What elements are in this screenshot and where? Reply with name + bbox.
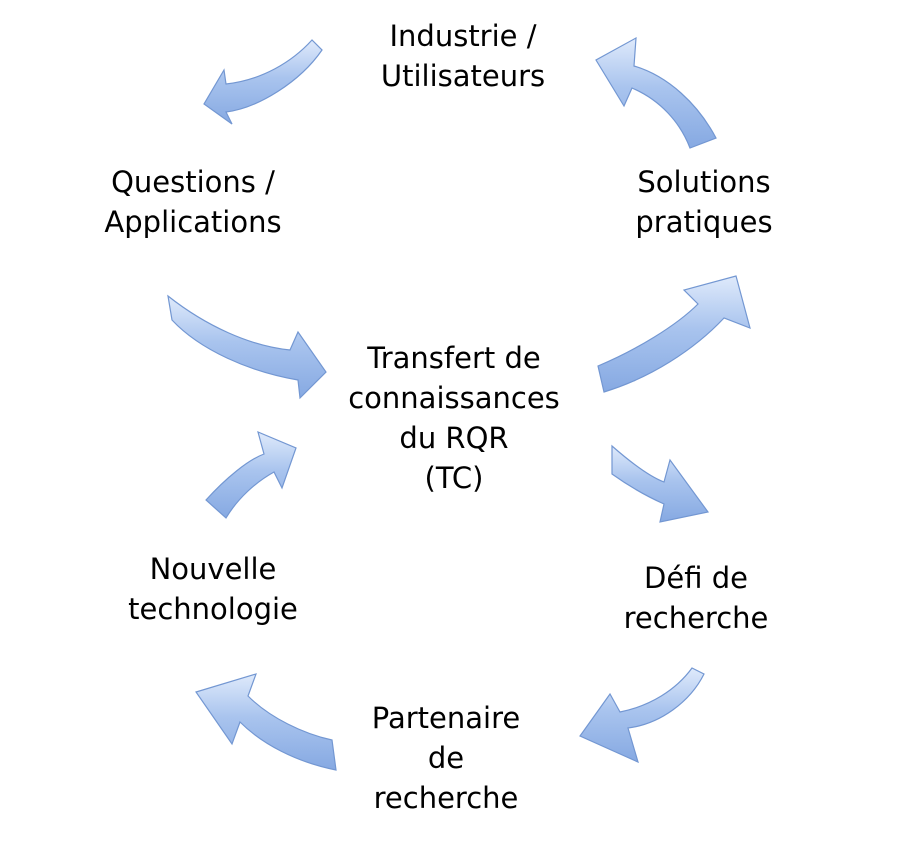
node-technology: Nouvelle technologie — [128, 549, 298, 629]
node-questions-line-2: Applications — [104, 205, 282, 239]
node-technology-line-2: technologie — [128, 592, 298, 626]
node-center-line-4: (TC) — [424, 461, 484, 495]
node-center-line-2: connaissances — [348, 381, 560, 415]
arrow-challenge-to-partner — [579, 667, 705, 764]
node-industry: Industrie / Utilisateurs — [381, 16, 545, 96]
arrow-partner-to-technology — [195, 673, 337, 771]
node-challenge-line-2: recherche — [623, 601, 769, 635]
node-solutions-line-1: Solutions — [637, 165, 771, 199]
arrow-industry-to-questions — [203, 39, 323, 125]
node-industry-line-1: Industrie / — [389, 19, 537, 53]
node-partner: Partenaire de recherche — [372, 698, 520, 818]
node-center-line-3: du RQR — [399, 421, 509, 455]
node-partner-line-3: recherche — [373, 781, 519, 815]
node-questions: Questions / Applications — [104, 162, 281, 242]
arrow-solutions-to-industry — [595, 36, 717, 149]
node-challenge-line-1: Défi de — [644, 561, 748, 595]
node-questions-line-1: Questions / — [111, 165, 275, 199]
node-solutions-line-2: pratiques — [635, 205, 773, 239]
node-challenge: Défi de recherche — [624, 558, 769, 638]
node-center: Transfert de connaissances du RQR (TC) — [348, 338, 560, 498]
node-partner-line-2: de — [427, 741, 465, 775]
arrow-questions-to-center — [167, 294, 327, 400]
node-partner-line-1: Partenaire — [371, 701, 521, 735]
arrow-center-to-challenge — [611, 444, 710, 523]
node-center-line-1: Transfert de — [367, 341, 541, 375]
node-solutions: Solutions pratiques — [635, 162, 772, 242]
node-industry-line-2: Utilisateurs — [380, 59, 546, 93]
node-technology-line-1: Nouvelle — [149, 552, 277, 586]
arrow-center-to-solutions — [597, 275, 751, 393]
arrow-technology-to-center — [205, 430, 297, 519]
